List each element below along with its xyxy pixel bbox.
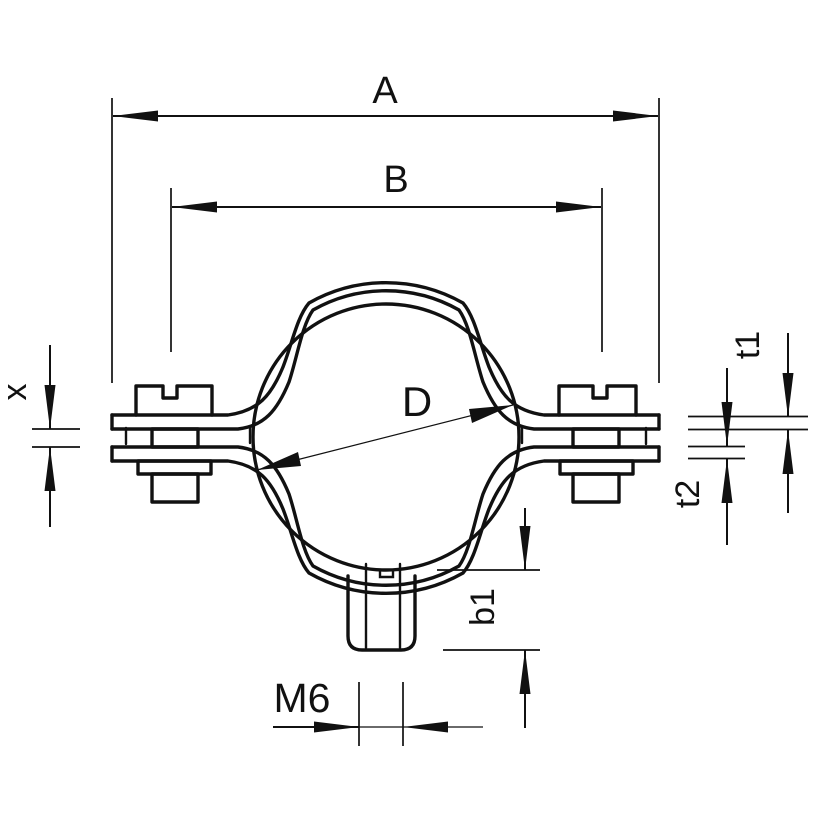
left-screw-head: [134, 384, 214, 417]
dimension-b1: b1: [437, 508, 540, 728]
lower-band-inner: [110, 445, 661, 587]
dim-t2-ref-lines: [688, 445, 745, 460]
dim-B-arrow-left: [172, 201, 217, 213]
left-bolt-assembly: [134, 384, 214, 504]
dim-M6-arrow-left: [314, 721, 359, 733]
dimension-t2: t2: [669, 368, 745, 545]
dim-B-arrow-right: [556, 201, 601, 213]
dim-A-arrow-left: [113, 110, 158, 122]
boss-thread-lines: [364, 562, 402, 650]
dim-label-M6: M6: [274, 675, 331, 721]
boss-body: [346, 574, 417, 652]
right-nut: [558, 459, 635, 476]
dim-b1-ref-lines: [437, 569, 540, 651]
dim-B-extension-lines: [170, 188, 603, 352]
dim-b1-arrow-bottom: [519, 650, 531, 694]
upper-band-inner: [110, 289, 661, 431]
dim-label-t1: t1: [729, 331, 767, 359]
boss-top-notch: [378, 568, 395, 579]
right-screw-head: [557, 384, 638, 417]
gap-center-dashes: [124, 426, 648, 446]
right-bolt-shank: [571, 472, 621, 504]
left-washer: [150, 427, 200, 449]
dim-label-t2: t2: [669, 480, 707, 508]
dim-D-line: [256, 404, 514, 471]
dim-x-ticks: [32, 428, 80, 448]
dim-x-arrow-bottom: [44, 447, 56, 491]
dim-M6-extension-lines: [358, 682, 404, 746]
dim-t1-arrow-bottom: [782, 430, 794, 474]
dim-label-x: x: [0, 384, 34, 401]
dim-A-arrow-right: [613, 110, 658, 122]
dim-label-D: D: [402, 378, 432, 425]
dimension-A: A: [111, 70, 660, 383]
dim-t1-ref-lines: [688, 415, 808, 431]
dim-b1-arrow-top: [519, 526, 531, 570]
dimension-D: D: [256, 378, 514, 471]
upper-band-outer: [110, 280, 661, 417]
dim-D-arrow-left: [257, 452, 301, 470]
lower-band-outer: [110, 459, 661, 596]
pipe-bore-circle: [251, 302, 521, 572]
dim-label-b1: b1: [464, 588, 502, 626]
dimension-t1: t1: [688, 331, 808, 513]
dim-t2-arrow-top: [721, 402, 733, 446]
dim-t2-arrow-bottom: [721, 459, 733, 503]
dim-A-extension-lines: [111, 98, 660, 383]
dimension-B: B: [170, 159, 603, 352]
right-bolt-assembly: [557, 384, 638, 504]
left-bolt-shank: [150, 472, 200, 504]
right-washer: [571, 427, 621, 449]
dim-D-arrow-right: [469, 405, 513, 423]
dim-x-arrow-top: [44, 385, 56, 429]
dim-label-A: A: [372, 70, 398, 112]
dim-t1-arrow-top: [782, 373, 794, 417]
dim-M6-arrow-right: [403, 721, 448, 733]
clamp-outline: [110, 280, 661, 596]
dimension-M6: M6: [273, 675, 483, 746]
dim-label-B: B: [383, 159, 408, 201]
thread-boss: [346, 562, 417, 652]
dimension-x: x: [0, 345, 80, 527]
left-nut: [136, 459, 213, 476]
